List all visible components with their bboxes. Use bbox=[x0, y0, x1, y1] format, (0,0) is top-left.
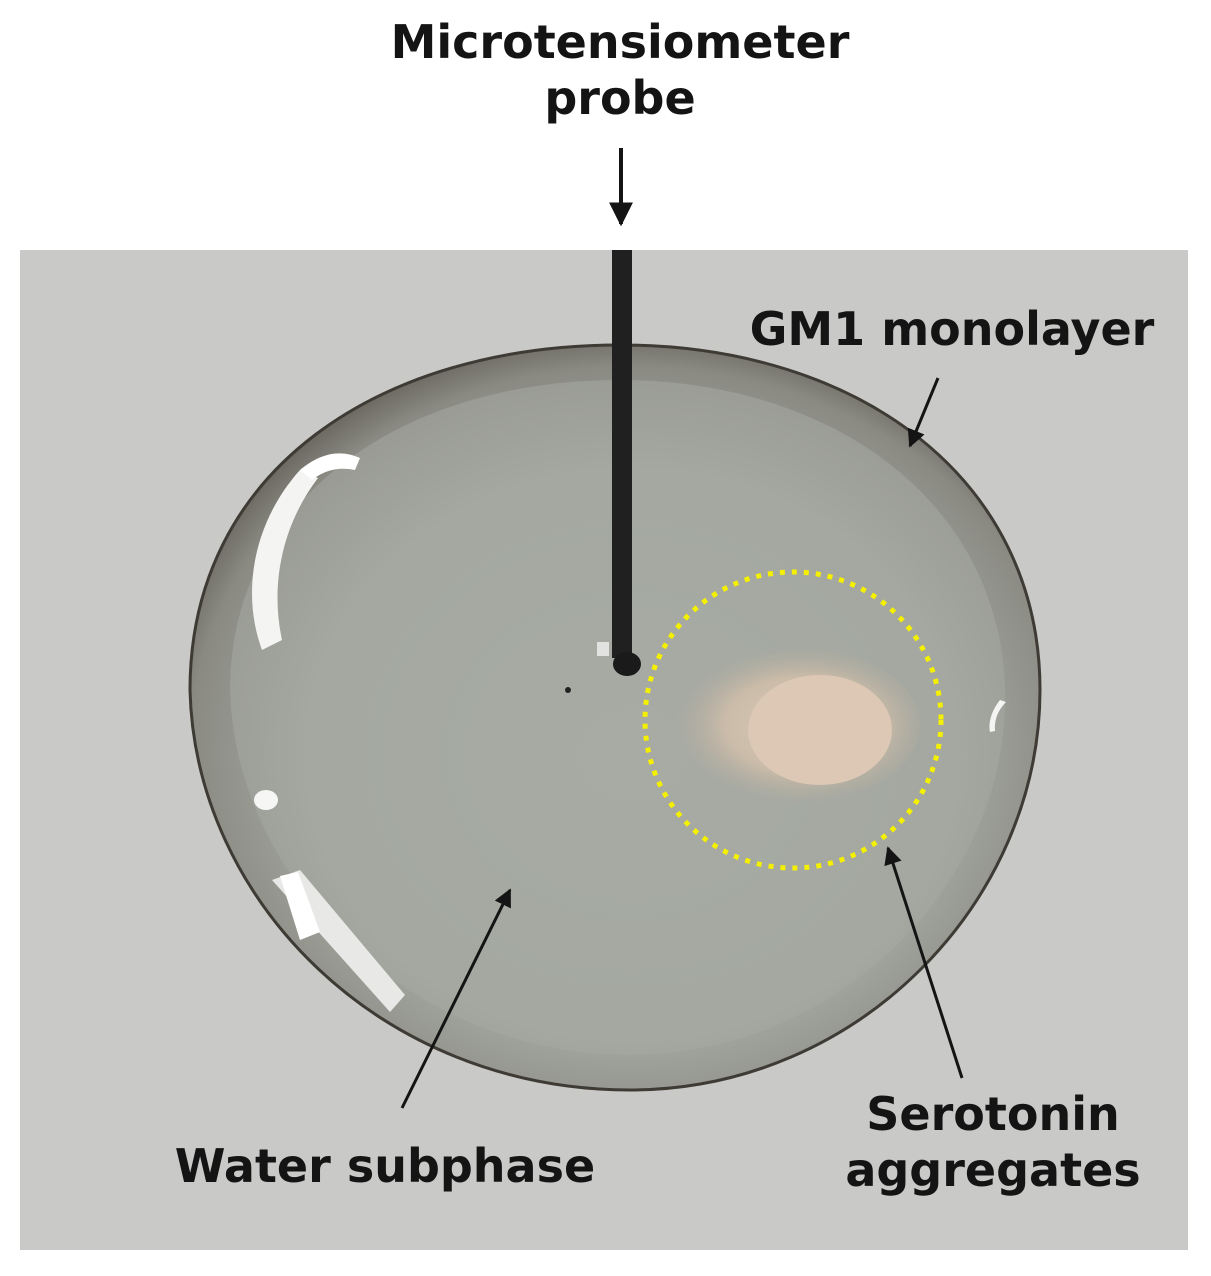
serotonin-aggregate bbox=[660, 645, 920, 805]
water-droplet bbox=[188, 343, 1042, 1092]
probe-label-line1: Microtensiometer bbox=[390, 15, 850, 69]
glare-reflections bbox=[251, 453, 1006, 1012]
highlight-circle bbox=[642, 569, 944, 871]
serotonin-label: Serotonin aggregates bbox=[838, 1086, 1148, 1198]
water-arrow bbox=[400, 888, 512, 1109]
serotonin-label-line2: aggregates bbox=[845, 1143, 1141, 1197]
probe-wire bbox=[565, 250, 641, 693]
serotonin-arrow bbox=[884, 846, 964, 1079]
probe-label: Microtensiometer probe bbox=[330, 14, 910, 126]
gm1-arrow bbox=[907, 377, 940, 448]
serotonin-label-line1: Serotonin bbox=[866, 1087, 1120, 1141]
gm1-monolayer-label: GM1 monolayer bbox=[749, 302, 1155, 356]
water-subphase-label: Water subphase bbox=[174, 1139, 596, 1193]
probe-label-line2: probe bbox=[544, 71, 696, 125]
